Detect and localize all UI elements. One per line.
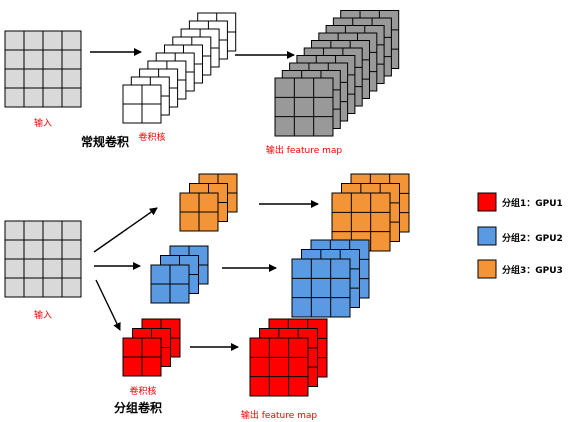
- legend-item-group2: 分组2：GPU2: [477, 226, 563, 246]
- standard-kernel-layer: [122, 84, 162, 124]
- group-input-matrix: [4, 220, 82, 298]
- group-kernel-stack-red: [122, 318, 181, 377]
- standard-title: 常规卷积: [81, 134, 129, 149]
- standard-input-grid: [4, 30, 82, 108]
- standard-output-label: 输出 feature map: [266, 144, 342, 156]
- group-title: 分组卷积: [114, 400, 162, 415]
- legend-label-group3: 分组3：GPU3: [502, 264, 563, 276]
- group-kernel-blue-layer: [150, 264, 190, 304]
- group-kernel-stack-orange: [179, 173, 238, 232]
- standard-kernel-stack: [122, 12, 237, 124]
- group-input-grid: [4, 220, 82, 298]
- arrow-input-to-red-kernel: [95, 279, 121, 331]
- standard-kernel-label: 卷积核: [138, 131, 165, 143]
- group-output-blue-layer: [291, 258, 351, 318]
- group-output-stack-red: [249, 318, 328, 397]
- group-kernel-orange-layer: [179, 192, 219, 232]
- legend-item-group3: 分组3：GPU3: [477, 259, 563, 279]
- legend-label-group1: 分组1：GPU1: [502, 197, 563, 209]
- arrow-input-to-orange-kernel: [93, 207, 158, 253]
- group-input-label: 输入: [34, 309, 52, 321]
- group-output-stack-orange: [331, 173, 410, 252]
- legend-swatch-group3: [477, 259, 497, 279]
- legend-swatch-group1: [477, 192, 497, 212]
- standard-input-matrix: [4, 30, 82, 108]
- standard-output-stack: [274, 10, 400, 137]
- group-output-stack-blue: [291, 239, 370, 318]
- legend-label-group2: 分组2：GPU2: [502, 232, 563, 244]
- standard-input-label: 输入: [34, 117, 52, 129]
- group-output-label: 输出 feature map: [241, 409, 317, 421]
- legend: 分组1：GPU1 分组2：GPU2 分组3：GPU3: [477, 192, 563, 279]
- group-kernel-label: 卷积核: [129, 385, 156, 397]
- standard-output-layer: [274, 77, 334, 137]
- legend-swatch-group2: [477, 226, 497, 246]
- group-output-red-layer: [249, 337, 309, 397]
- group-kernel-stack-blue: [150, 245, 209, 304]
- legend-item-group1: 分组1：GPU1: [477, 192, 563, 212]
- group-kernel-red-layer: [122, 337, 162, 377]
